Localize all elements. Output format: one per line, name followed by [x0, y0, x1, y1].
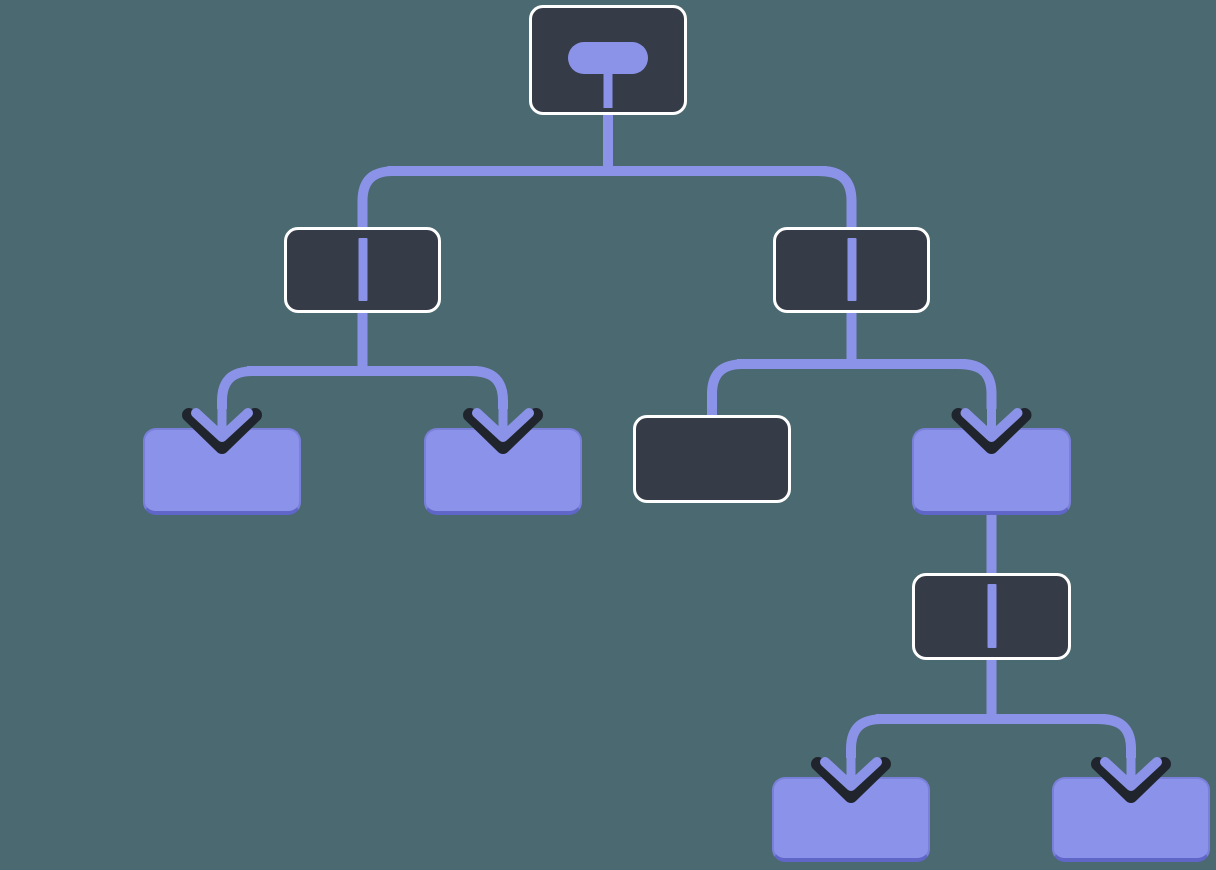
edge-branch-left-leaf-1: [217, 365, 258, 409]
pass-through-line-icon: [358, 238, 367, 301]
commit-pill-icon: [568, 42, 648, 74]
pass-through-line-icon: [847, 238, 856, 301]
node-leaf-1[interactable]: [143, 428, 301, 515]
node-leaf-4[interactable]: [772, 777, 930, 862]
edge-branch-right-ghost: [707, 358, 748, 424]
node-root[interactable]: [529, 5, 687, 115]
edge-junction-leaf-4: [846, 713, 887, 758]
edge-branch-right-leaf-3: [956, 358, 997, 409]
commit-pill-stem-icon: [603, 70, 613, 108]
node-junction[interactable]: [912, 573, 1071, 660]
node-leaf-5[interactable]: [1052, 777, 1210, 862]
pass-through-line-icon: [987, 584, 996, 648]
node-branch-right[interactable]: [773, 227, 930, 313]
node-leaf-3[interactable]: [912, 428, 1071, 515]
node-empty-slot[interactable]: [633, 415, 791, 503]
node-branch-left[interactable]: [284, 227, 441, 313]
edge-branch-left-leaf-2: [467, 365, 508, 409]
node-leaf-2[interactable]: [424, 428, 582, 515]
edge-root-branch-right: [816, 165, 857, 236]
edge-root-branch-left: [357, 165, 398, 236]
edge-junction-leaf-5: [1095, 713, 1136, 758]
